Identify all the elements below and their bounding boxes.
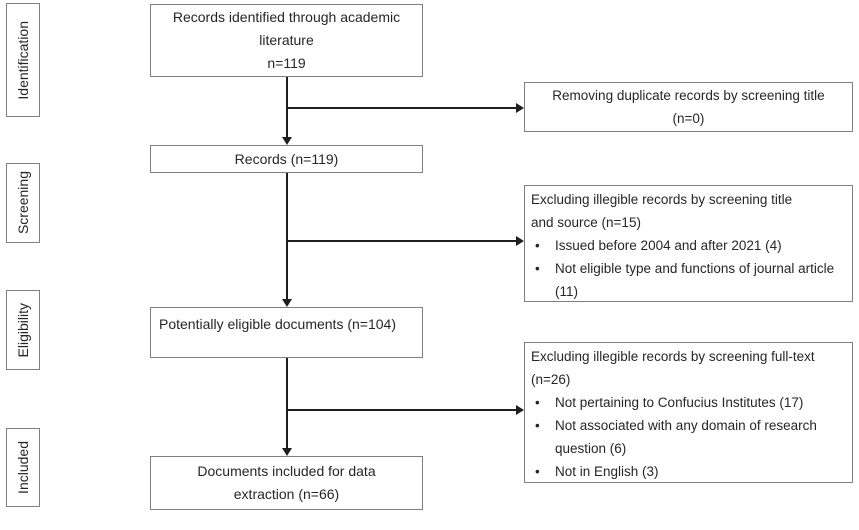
box-excluded-fulltext: Excluding illegible records by screening… <box>524 342 853 483</box>
stage-label-eligibility: Eligibility <box>6 290 40 370</box>
box-records: Records (n=119) <box>150 145 423 173</box>
flow-line-vertical-2 <box>286 173 288 300</box>
bullet-icon: • <box>535 464 540 479</box>
stage-label-screening: Screening <box>6 163 40 243</box>
bullet-text: Not in English (3) <box>555 464 659 479</box>
box-text: Records (n=119) <box>234 150 339 167</box>
arrowhead-down-icon <box>282 299 292 307</box>
bullet-icon: • <box>535 395 540 410</box>
box-text: Potentially eligible documents (n=104) <box>159 316 396 332</box>
stage-label-text: Included <box>15 441 31 494</box>
side-box-title: Excluding illegible records by screening… <box>531 349 815 387</box>
bullet-icon: • <box>535 418 540 433</box>
side-box-title: Excluding illegible records by screening… <box>531 192 793 230</box>
bullet-text: Not eligible type and functions of journ… <box>555 261 835 299</box>
branch-line-2 <box>287 240 518 242</box>
bullet-item: • Not in English (3) <box>531 460 846 483</box>
arrowhead-down-icon <box>282 448 292 456</box>
bullet-item: • Not eligible type and functions of jou… <box>531 257 846 303</box>
box-duplicates-removed: Removing duplicate records by screening … <box>524 82 853 132</box>
bullet-item: • Issued before 2004 and after 2021 (4) <box>531 234 846 257</box>
box-documents-included: Documents included for data extraction (… <box>150 456 423 510</box>
stage-label-text: Screening <box>15 171 31 235</box>
flow-line-vertical-3 <box>286 358 288 449</box>
stage-label-included: Included <box>6 428 40 507</box>
side-box-title: Removing duplicate records by screening … <box>552 88 825 126</box>
flow-line-vertical-1 <box>286 77 288 139</box>
bullet-text: Issued before 2004 and after 2021 (4) <box>555 238 782 253</box>
stage-label-identification: Identification <box>6 3 40 117</box>
branch-line-3 <box>287 409 518 411</box>
bullet-icon: • <box>535 238 540 253</box>
bullet-text: Not associated with any domain of resear… <box>555 418 817 456</box>
stage-label-text: Identification <box>15 20 31 100</box>
box-excluded-title-source: Excluding illegible records by screening… <box>524 185 853 302</box>
arrowhead-right-icon <box>516 236 524 246</box>
arrowhead-right-icon <box>516 405 524 415</box>
bullet-text: Not pertaining to Confucius Institutes (… <box>555 395 804 410</box>
box-text: Records identified through academic lite… <box>172 9 401 71</box>
box-records-identified: Records identified through academic lite… <box>150 4 423 77</box>
stage-label-text: Eligibility <box>15 302 31 358</box>
bullet-item: • Not associated with any domain of rese… <box>531 414 846 460</box>
branch-line-1 <box>287 107 518 109</box>
box-potentially-eligible: Potentially eligible documents (n=104) <box>150 307 423 358</box>
arrowhead-down-icon <box>282 137 292 145</box>
bullet-icon: • <box>535 261 540 276</box>
bullet-item: • Not pertaining to Confucius Institutes… <box>531 391 846 414</box>
arrowhead-right-icon <box>516 103 524 113</box>
box-text: Documents included for data extraction (… <box>197 463 376 502</box>
